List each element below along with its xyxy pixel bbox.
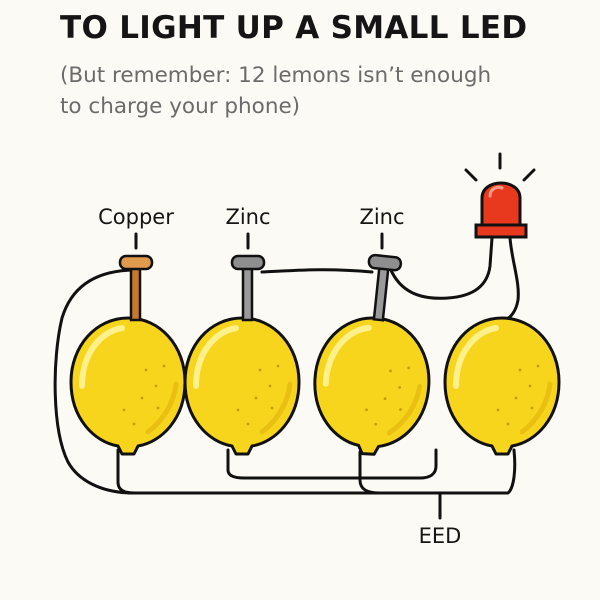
wire-top-jumper	[260, 268, 374, 274]
copper-label: Copper	[98, 205, 174, 229]
bottom-label: EED	[419, 524, 462, 548]
wire-outer-loop	[53, 268, 442, 495]
wire-to-led-left	[388, 236, 494, 300]
wires	[53, 232, 520, 520]
page-title: TO LIGHT UP A SMALL LED	[60, 10, 528, 46]
page-subtitle: (But remember: 12 lemons isn’t enough to…	[60, 60, 580, 122]
lemon-1	[71, 318, 185, 454]
zinc-electrode-2	[367, 253, 403, 322]
zinc-label-2: Zinc	[359, 205, 404, 229]
wire-led-right	[503, 236, 520, 322]
wire-bottom-right	[358, 448, 517, 495]
wire-bottom-middle	[226, 448, 438, 480]
subtitle-line-1: (But remember: 12 lemons isn’t enough	[60, 63, 492, 88]
wire-bottom-left	[116, 448, 136, 495]
subtitle-line-2: to charge your phone)	[60, 94, 301, 119]
lemon-3	[311, 315, 432, 457]
lemon-4	[445, 318, 559, 454]
copper-electrode	[118, 254, 154, 322]
led-glow-rays	[464, 152, 536, 182]
zinc-label-1: Zinc	[225, 205, 270, 229]
led-light	[474, 181, 528, 239]
zinc-electrode-1	[230, 254, 266, 322]
lemon-2	[185, 318, 299, 454]
